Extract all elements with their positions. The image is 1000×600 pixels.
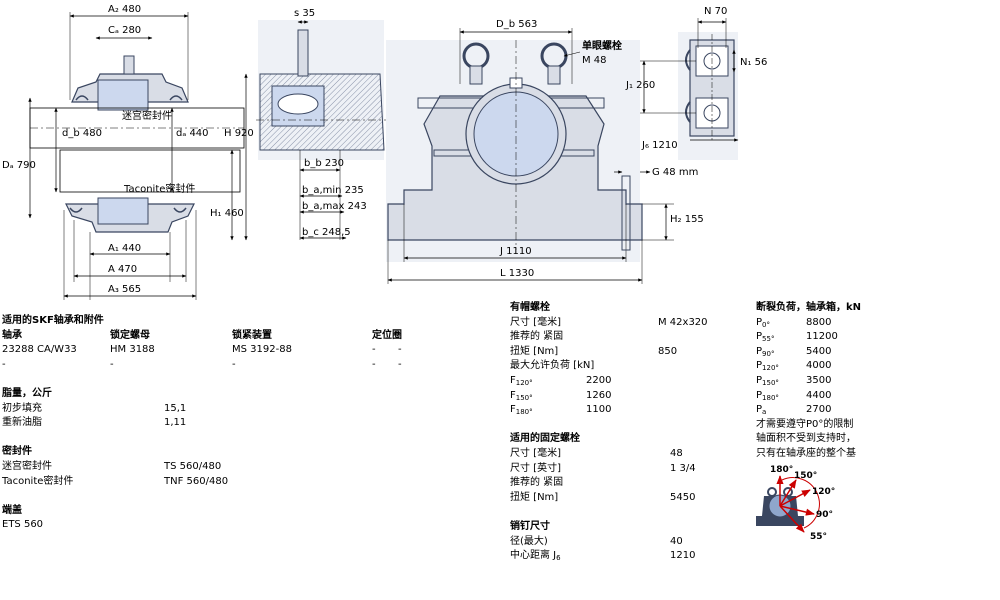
front-view: A₂ 480 Cₐ 280 迷宫密封件 Taconite密封件 d_b 480 … — [2, 4, 254, 300]
dim-J6: J₆ 1210 — [641, 140, 678, 151]
detail-view: N 70 N₁ 56 J₁ 260 J₆ 1210 — [625, 6, 767, 160]
dim-H2: H₂ 155 — [670, 214, 704, 225]
dim-H1: H₁ 460 — [210, 208, 244, 219]
table-row: - - - - - — [2, 358, 402, 370]
section-title-breaking-load: 断裂负荷，轴承箱，kN — [756, 302, 862, 313]
breaking-load-column: 断裂负荷，轴承箱，kN P0°8800 P55°11200 P90°5400 P… — [756, 301, 996, 462]
angle-label-180: 180° — [770, 465, 793, 475]
dim-G: G 48 mm — [652, 167, 698, 178]
dim-bb: b_b 230 — [304, 158, 344, 169]
dim-Da: Dₐ 790 — [2, 160, 36, 171]
technical-drawing: A₂ 480 Cₐ 280 迷宫密封件 Taconite密封件 d_b 480 … — [2, 4, 767, 300]
dim-bc: b_c 248,5 — [302, 227, 351, 238]
header-bearing: 轴承 — [2, 329, 22, 341]
label-eyebolt-size: M 48 — [582, 55, 607, 66]
dim-A3: A₃ 565 — [108, 284, 141, 295]
label-labyrinth-seal-drawing: 迷宫密封件 — [122, 109, 172, 122]
note-line-2: 轴面积不受到支持时， — [756, 433, 856, 445]
section-title-cap-bolts: 有帽螺栓 — [510, 302, 550, 313]
dim-A1: A₁ 440 — [108, 243, 141, 254]
dim-J: J 1110 — [499, 246, 532, 257]
dim-db: d_b 480 — [62, 128, 102, 139]
dim-ba-min: b_a,min 235 — [302, 185, 364, 196]
angle-label-120: 120° — [812, 487, 835, 497]
dim-N1: N₁ 56 — [740, 57, 767, 68]
section-title-pin: 销钉尺寸 — [510, 520, 550, 532]
angle-label-90: 90° — [816, 510, 833, 520]
header-lockdevice: 锁紧装置 — [232, 329, 272, 341]
header-locknut: 锁定螺母 — [110, 329, 150, 341]
note-line-3: 只有在轴承座的整个基 — [756, 447, 856, 459]
header-locating-ring: 定位圈 — [372, 329, 402, 341]
label-eyebolt: 单眼螺栓 — [582, 39, 622, 52]
dim-J1: J₁ 260 — [625, 80, 655, 91]
section-title-seals: 密封件 — [2, 446, 32, 458]
dim-Ca: Cₐ 280 — [108, 25, 141, 36]
dim-Db: D_b 563 — [496, 19, 537, 30]
angle-label-150: 150° — [794, 471, 817, 481]
section-view: s 35 b_b 230 b_a,min 235 b_a,max 243 b_c… — [256, 8, 386, 240]
section-title-endcover: 端盖 — [2, 504, 22, 516]
section-title-fixing-bolts: 适用的固定螺栓 — [510, 433, 580, 445]
bolts-column: 有帽螺栓 尺寸 [毫米] M 42x320 推荐的 紧固 扭矩 [Nm] 850… — [510, 302, 708, 563]
accessories-column: 适用的SKF轴承和附件 轴承 锁定螺母 锁紧装置 定位圈 23288 CA/W3… — [2, 314, 472, 533]
table-row: 23288 CA/W33 HM 3188 MS 3192-88 - - — [2, 344, 402, 356]
section-title-grease: 脂量，公斤 — [2, 387, 52, 399]
dim-ba-max: b_a,max 243 — [302, 201, 367, 212]
section-title-accessories: 适用的SKF轴承和附件 — [2, 315, 104, 326]
dim-L: L 1330 — [500, 268, 534, 279]
angle-label-55: 55° — [810, 532, 827, 542]
dim-A: A 470 — [108, 264, 137, 275]
dim-A2: A₂ 480 — [108, 4, 141, 15]
label-taconite-seal-drawing: Taconite密封件 — [123, 182, 195, 195]
load-direction-diagram: 180° 150° 120° 90° 55° — [756, 465, 835, 542]
dim-da: dₐ 440 — [176, 128, 209, 139]
dim-H: H 920 — [224, 128, 254, 139]
note-line-1: 才需要遵守P0°的限制 — [756, 418, 854, 430]
side-view: D_b 563 单眼螺栓 M 48 G 48 mm H₂ 155 J 1110 … — [386, 19, 704, 284]
dim-N: N 70 — [704, 6, 727, 17]
dim-s: s 35 — [294, 8, 315, 19]
